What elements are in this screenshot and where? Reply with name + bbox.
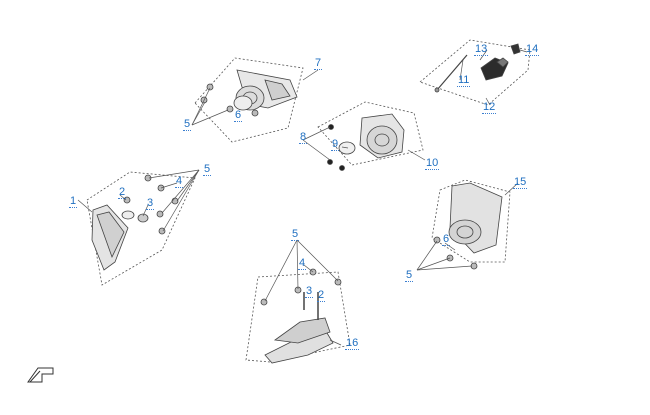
front-arrow-icon [27,367,54,383]
callout-9[interactable]: 9 [331,138,340,151]
callout-1[interactable]: 1 [69,195,78,208]
lamp-assembly-10 [317,101,424,171]
leader-lines [77,49,528,346]
lamp-assembly-16 [245,268,351,364]
callout-5[interactable]: 5 [405,269,414,282]
callout-4[interactable]: 4 [298,257,307,270]
callout-7[interactable]: 7 [314,57,323,70]
callout-2[interactable]: 2 [317,289,326,302]
callout-12[interactable]: 12 [482,101,497,114]
lamp-assembly-15 [431,179,511,270]
callout-3[interactable]: 3 [305,285,314,298]
license-lamp-assembly-12 [419,39,531,106]
callout-4[interactable]: 4 [175,175,184,188]
callout-3[interactable]: 3 [146,197,155,210]
callout-5[interactable]: 5 [203,163,212,176]
callout-6[interactable]: 6 [234,109,243,122]
callout-10[interactable]: 10 [425,157,440,170]
callout-6[interactable]: 6 [442,233,451,246]
callout-2[interactable]: 2 [118,186,127,199]
turn-signal-assembly-1 [86,171,196,286]
callout-8[interactable]: 8 [299,131,308,144]
callout-13[interactable]: 13 [474,43,489,56]
callout-5[interactable]: 5 [183,118,192,131]
callout-14[interactable]: 14 [525,43,540,56]
callout-15[interactable]: 15 [513,176,528,189]
callout-16[interactable]: 16 [345,337,360,350]
callout-11[interactable]: 11 [457,74,471,87]
headlamp-assembly-7 [194,57,304,143]
callout-5[interactable]: 5 [291,228,300,241]
